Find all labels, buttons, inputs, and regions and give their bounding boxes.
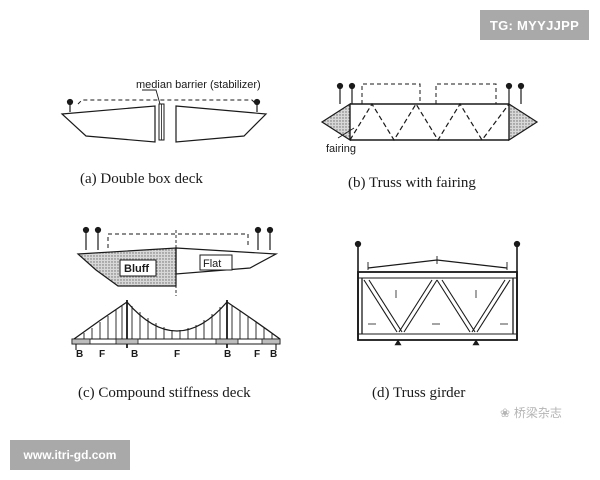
caption-d: (d) Truss girder: [372, 385, 466, 401]
vehicle-outline-c: [107, 233, 249, 248]
deck-top-d: [367, 259, 508, 269]
suspension-deck: [71, 338, 281, 345]
wechat-icon: ❀: [500, 406, 511, 420]
span-label: F: [174, 349, 180, 360]
watermark-website: www.itri-gd.com: [10, 440, 130, 470]
truss-diagonals-b: [349, 102, 510, 142]
span-label: F: [99, 349, 105, 360]
watermark-tg: TG: MYYJJPP: [480, 10, 589, 40]
vehicle-outline-b1: [361, 83, 421, 104]
fairing-left: [320, 102, 351, 142]
flat-label-box: [199, 254, 233, 271]
vehicle-outline-b2: [435, 83, 497, 104]
box-left-a: [60, 105, 156, 143]
watermark-cn-text: 桥梁杂志: [513, 406, 562, 420]
panel-c-compound-stiffness-deck: [76, 226, 279, 296]
span-label: F: [254, 349, 260, 360]
truss-frame-d: [357, 271, 518, 341]
box-right-a: [175, 105, 268, 143]
railing-c2: [94, 226, 102, 234]
label-bluff: Bluff: [124, 263, 149, 275]
fairing-right: [508, 102, 539, 142]
leader-fairing: [337, 127, 355, 139]
label-median-barrier: median barrier (stabilizer): [136, 79, 261, 91]
span-labels: B F B F B F B: [76, 349, 277, 360]
span-label: B: [131, 349, 138, 360]
caption-a: (a) Double box deck: [80, 171, 203, 187]
railing-left-top-a: [66, 98, 74, 106]
watermark-cn: ❀ 桥梁杂志: [500, 404, 562, 421]
span-label: B: [224, 349, 231, 360]
label-fairing: fairing: [326, 143, 356, 155]
span-label: B: [270, 349, 277, 360]
railing-c3: [254, 226, 262, 234]
railing-c1: [82, 226, 90, 234]
main-cable: [73, 301, 281, 340]
hangers: [83, 306, 273, 339]
label-flat: Flat: [203, 258, 221, 270]
railing-right-top-a: [253, 98, 261, 106]
railing-b3: [505, 82, 513, 90]
span-label: B: [76, 349, 83, 360]
railing-b4: [517, 82, 525, 90]
caption-b: (b) Truss with fairing: [348, 175, 476, 191]
railing-b2: [348, 82, 356, 90]
leader-median-a: [142, 89, 161, 105]
railing-c4: [266, 226, 274, 234]
panel-a-double-box-deck: [60, 89, 268, 143]
caption-c: (c) Compound stiffness deck: [78, 385, 251, 401]
railing-b1: [336, 82, 344, 90]
bluff-label-box: [119, 259, 157, 277]
panel-d-truss-girder: [354, 240, 521, 346]
panel-b-truss-with-fairing: [320, 82, 539, 142]
vehicle-outline-a: [77, 99, 257, 105]
truss-diagonals-d: [363, 279, 511, 333]
panel-c-suspension-elevation: [71, 300, 281, 350]
